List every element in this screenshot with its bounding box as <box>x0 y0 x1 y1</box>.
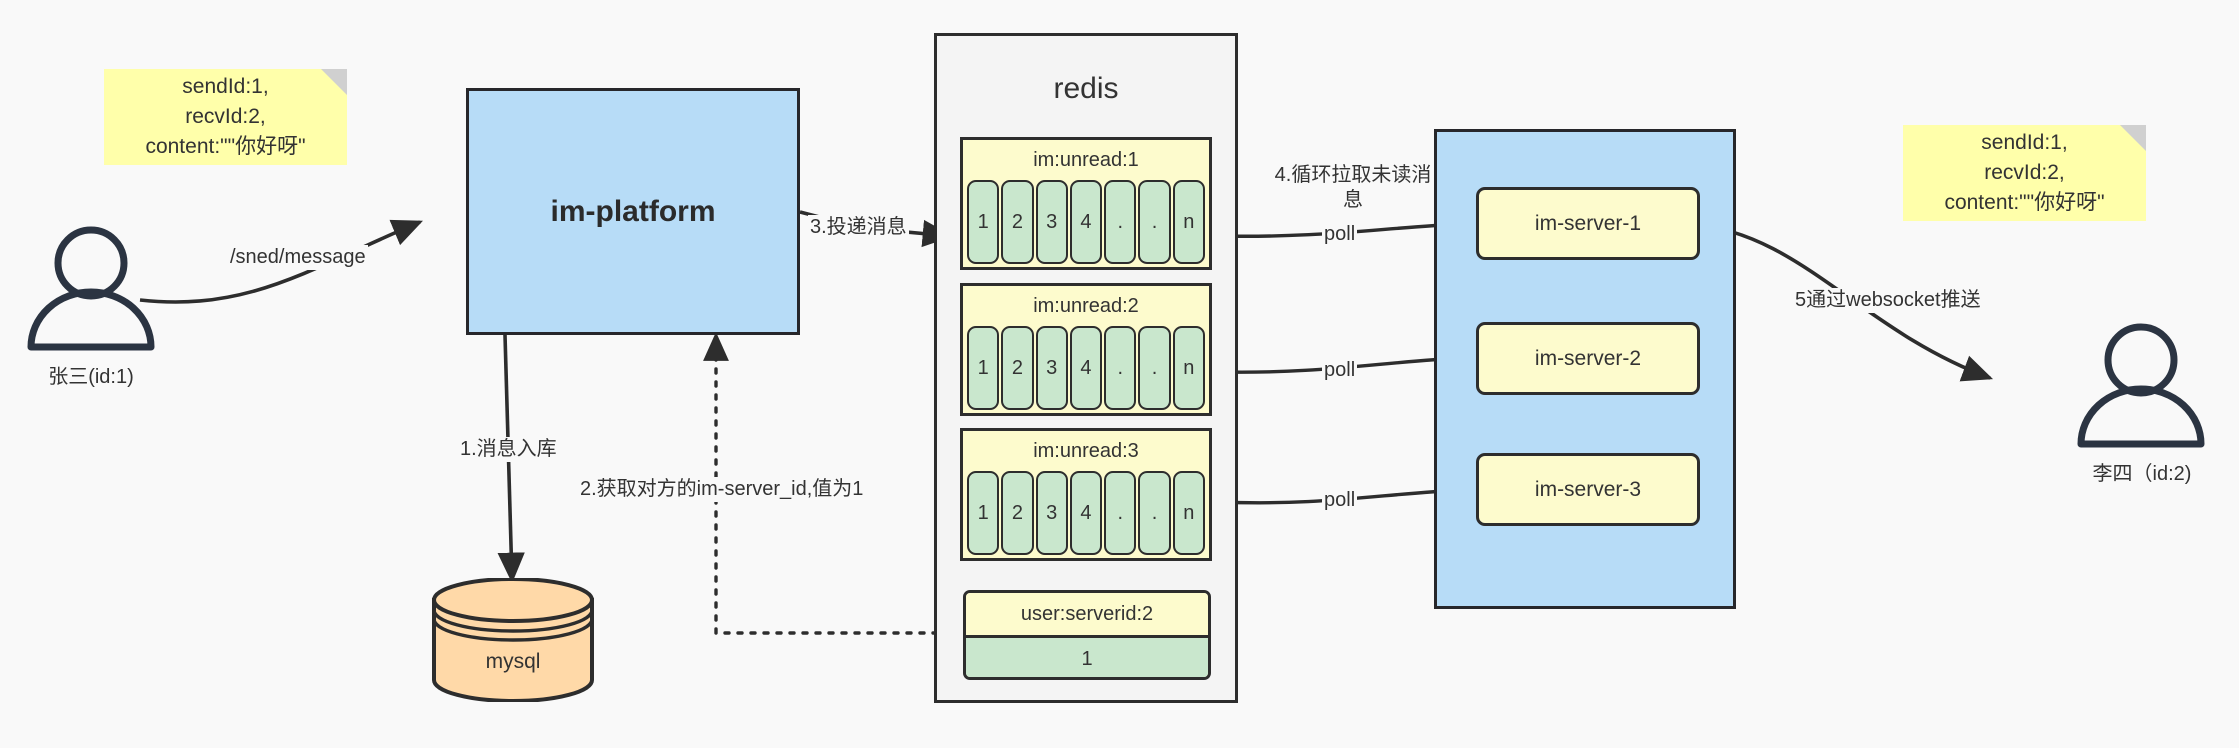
list-cell[interactable]: 1 <box>967 180 1000 264</box>
redis-list-cells: 1 2 3 4 . . n <box>963 471 1209 559</box>
redis-kv-key: user:serverid:2 <box>966 593 1208 638</box>
list-cell[interactable]: 4 <box>1069 471 1103 555</box>
edge-label-step3: 3.投递消息 <box>808 215 909 240</box>
list-cell[interactable]: 4 <box>1069 180 1103 264</box>
list-cell[interactable]: . <box>1138 180 1171 264</box>
database-cylinder-icon <box>432 577 594 703</box>
redis-list-key: im:unread:2 <box>1033 295 1139 317</box>
list-cell[interactable]: 2 <box>1001 326 1034 410</box>
edge-label-poll-1: poll <box>1322 222 1358 247</box>
sticky-fold-icon <box>2120 125 2146 151</box>
im-server-1-box[interactable]: im-server-1 <box>1476 187 1700 260</box>
sticky-note-left-text: sendId:1, recvId:2, content:""你好呀" <box>145 75 306 158</box>
edge-label-step5: 5通过websocket推送 <box>1793 288 1983 313</box>
redis-list-im-unread-2[interactable]: im:unread:2 1 2 3 4 . . n <box>960 283 1212 416</box>
edge-label-send-message: /sned/message <box>228 245 368 270</box>
list-cell[interactable]: . <box>1138 471 1171 555</box>
redis-list-key: im:unread:1 <box>1033 149 1139 171</box>
sticky-note-left: sendId:1, recvId:2, content:""你好呀" <box>104 69 347 165</box>
list-cell[interactable]: 3 <box>1035 180 1068 264</box>
edge-label-step4: 4.循环拉取未读消 息 <box>1256 163 1450 213</box>
redis-list-im-unread-1[interactable]: im:unread:1 1 2 3 4 . . n <box>960 137 1212 270</box>
sticky-note-right: sendId:1, recvId:2, content:""你好呀" <box>1903 125 2146 221</box>
list-cell[interactable]: . <box>1104 180 1137 264</box>
redis-kv-user-serverid[interactable]: user:serverid:2 1 <box>963 590 1211 680</box>
receiver-actor-label: 李四（id:2) <box>2092 463 2192 485</box>
mysql-database[interactable]: mysql <box>430 577 596 703</box>
edge-label-step2: 2.获取对方的im-server_id,值为1 <box>578 477 866 502</box>
redis-title: redis <box>1053 72 1119 105</box>
list-cell[interactable]: . <box>1104 471 1137 555</box>
sender-actor-label: 张三(id:1) <box>48 366 134 388</box>
im-server-2-label: im-server-2 <box>1534 346 1642 370</box>
redis-list-key: im:unread:3 <box>1033 440 1139 462</box>
im-platform-box[interactable]: im-platform <box>466 88 800 335</box>
edge-label-poll-3: poll <box>1322 488 1358 513</box>
list-cell[interactable]: 1 <box>967 326 1000 410</box>
list-cell[interactable]: n <box>1172 180 1205 264</box>
im-server-3-label: im-server-3 <box>1534 477 1642 501</box>
sticky-note-right-text: sendId:1, recvId:2, content:""你好呀" <box>1944 131 2105 214</box>
edge-label-poll-2: poll <box>1322 358 1358 383</box>
im-server-2-box[interactable]: im-server-2 <box>1476 322 1700 395</box>
mysql-label: mysql <box>485 650 541 673</box>
edge-label-step1: 1.消息入库 <box>458 437 559 462</box>
im-server-3-box[interactable]: im-server-3 <box>1476 453 1700 526</box>
list-cell[interactable]: n <box>1172 326 1205 410</box>
im-platform-label: im-platform <box>550 194 716 228</box>
list-cell[interactable]: 3 <box>1035 471 1068 555</box>
list-cell[interactable]: . <box>1138 326 1171 410</box>
sticky-fold-icon <box>321 69 347 95</box>
list-cell[interactable]: 2 <box>1001 471 1034 555</box>
redis-list-cells: 1 2 3 4 . . n <box>963 180 1209 268</box>
list-cell[interactable]: 2 <box>1001 180 1034 264</box>
list-cell[interactable]: 3 <box>1035 326 1068 410</box>
im-server-1-label: im-server-1 <box>1534 211 1642 235</box>
list-cell[interactable]: 4 <box>1069 326 1103 410</box>
list-cell[interactable]: 1 <box>967 471 1000 555</box>
redis-kv-value: 1 <box>966 638 1208 677</box>
list-cell[interactable]: . <box>1104 326 1137 410</box>
redis-list-im-unread-3[interactable]: im:unread:3 1 2 3 4 . . n <box>960 428 1212 561</box>
redis-list-cells: 1 2 3 4 . . n <box>963 326 1209 414</box>
list-cell[interactable]: n <box>1172 471 1205 555</box>
